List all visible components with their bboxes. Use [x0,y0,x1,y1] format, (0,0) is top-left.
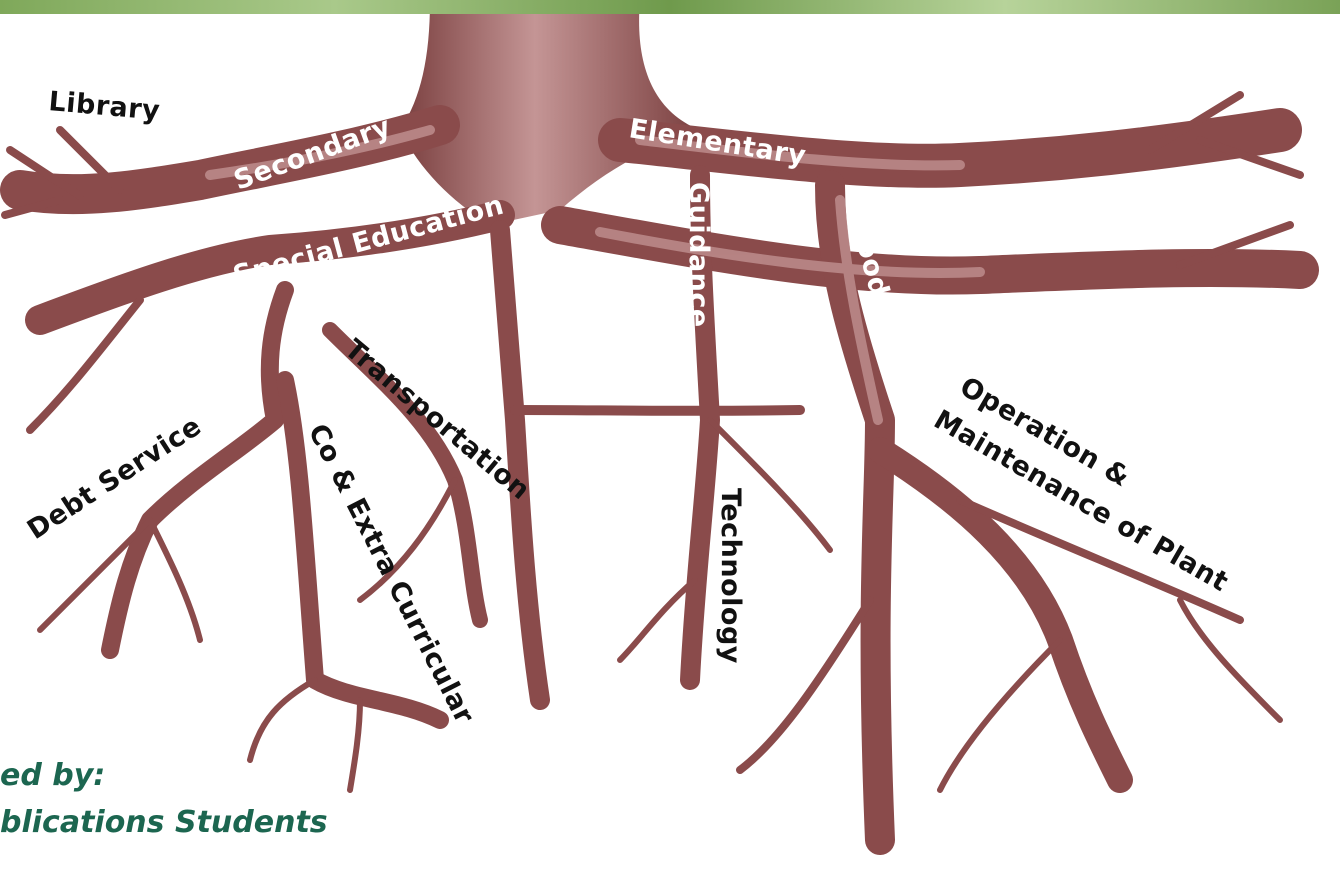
label-technology: Technology [715,488,746,664]
root-co-tip1 [250,680,315,760]
label-guidance: Guidance [683,182,714,328]
root-debt-tip2 [150,520,200,640]
credit-line2: blications Students [0,805,328,840]
grass-strip [0,0,1340,14]
label-operation-line2: Maintenance of Plant [929,404,1234,598]
label-debt-service: Debt Service [22,411,207,546]
root-co-tip2 [350,700,360,790]
root-center-branch [515,410,800,411]
label-library: Library [47,86,161,127]
root-operation-tip2 [940,640,1060,790]
credit-line1: ed by: [0,758,105,793]
root-food-tip [740,600,870,770]
